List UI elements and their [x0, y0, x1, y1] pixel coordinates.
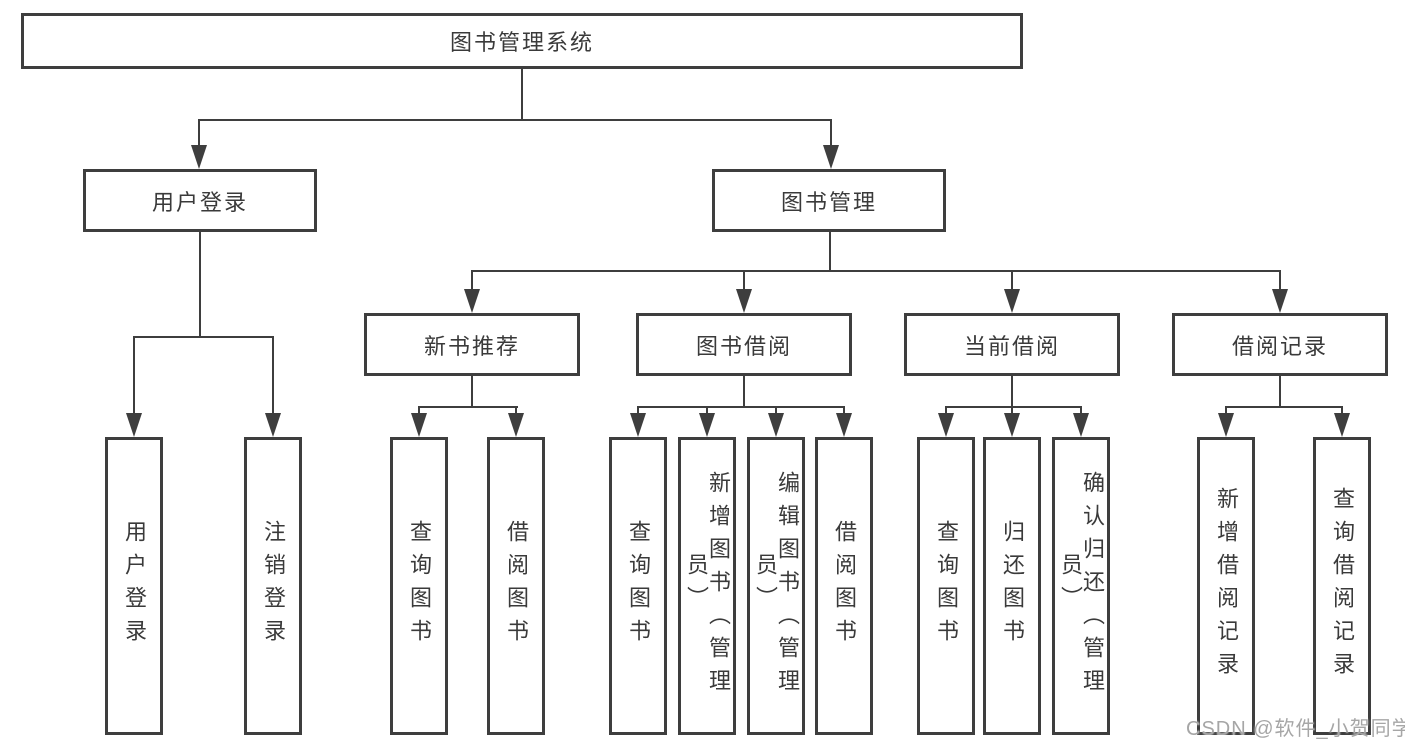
node-new-book-recommend: 新书推荐 — [364, 313, 580, 376]
arrow-down-icon — [836, 413, 852, 437]
connector-records-down — [1279, 376, 1281, 408]
arrow-down-icon — [508, 413, 524, 437]
connector-leaf-stem — [945, 406, 947, 415]
leaf-borrow-query-books: 查询图书 — [609, 437, 667, 735]
node-book-borrow: 图书借阅 — [636, 313, 852, 376]
leaf-records-query-record: 查询借阅记录 — [1313, 437, 1371, 735]
arrow-down-icon — [768, 413, 784, 437]
node-borrow-records: 借阅记录 — [1172, 313, 1388, 376]
arrow-down-icon — [1004, 413, 1020, 437]
connector-level2-hline — [198, 119, 832, 121]
node-root: 图书管理系统 — [21, 13, 1023, 69]
connector-leaf-stem — [418, 406, 420, 415]
connector-borrow-hline — [637, 406, 845, 408]
leaf-current-return-books: 归还图书 — [983, 437, 1041, 735]
connector-user-login-stem — [198, 119, 200, 147]
arrow-down-icon — [823, 145, 839, 169]
connector-records-hline — [1225, 406, 1343, 408]
node-user-login: 用户登录 — [83, 169, 317, 232]
connector-leaf-stem — [1011, 406, 1013, 415]
connector-level3-stem — [1279, 270, 1281, 291]
arrow-down-icon — [265, 413, 281, 437]
arrow-down-icon — [126, 413, 142, 437]
connector-leaf-stem — [843, 406, 845, 415]
arrow-down-icon — [1004, 289, 1020, 313]
connector-level3-stem — [471, 270, 473, 291]
connector-leaf-stem — [1341, 406, 1343, 415]
node-current-borrow: 当前借阅 — [904, 313, 1120, 376]
arrow-down-icon — [191, 145, 207, 169]
leaf-current-query-books: 查询图书 — [917, 437, 975, 735]
connector-current-down — [1011, 376, 1013, 408]
connector-leaf-stem — [515, 406, 517, 415]
connector-level3-stem — [743, 270, 745, 291]
connector-leaf-stem — [272, 336, 274, 415]
leaf-logout: 注销登录 — [244, 437, 302, 735]
connector-borrow-down — [743, 376, 745, 408]
connector-recommend-down — [471, 376, 473, 408]
connector-user-login-down — [199, 232, 201, 338]
leaf-recommend-query-books: 查询图书 — [390, 437, 448, 735]
connector-recommend-hline — [418, 406, 518, 408]
node-book-management: 图书管理 — [712, 169, 946, 232]
connector-leaf-stem — [1080, 406, 1082, 415]
connector-leaf-stem — [706, 406, 708, 415]
leaf-borrow-borrow-books: 借阅图书 — [815, 437, 873, 735]
arrow-down-icon — [464, 289, 480, 313]
connector-leaf-stem — [775, 406, 777, 415]
arrow-down-icon — [1334, 413, 1350, 437]
connector-root-stem — [521, 68, 523, 120]
watermark: CSDN @软件_小贺同学 — [1186, 718, 1405, 740]
connector-user-login-hline — [133, 336, 274, 338]
leaf-user-login: 用户登录 — [105, 437, 163, 735]
leaf-current-confirm-return-admin: 确认归还（管理员） — [1052, 437, 1110, 735]
connector-leaf-stem — [133, 336, 135, 415]
connector-current-hline — [945, 406, 1082, 408]
arrow-down-icon — [1218, 413, 1234, 437]
arrow-down-icon — [411, 413, 427, 437]
connector-book-mgmt-stem — [830, 119, 832, 147]
arrow-down-icon — [736, 289, 752, 313]
arrow-down-icon — [699, 413, 715, 437]
connector-level3-hline — [471, 270, 1281, 272]
connector-leaf-stem — [1225, 406, 1227, 415]
leaf-records-add-record: 新增借阅记录 — [1197, 437, 1255, 735]
arrow-down-icon — [630, 413, 646, 437]
leaf-borrow-edit-books-admin: 编辑图书（管理员） — [747, 437, 805, 735]
connector-level3-stem — [1011, 270, 1013, 291]
connector-leaf-stem — [637, 406, 639, 415]
leaf-borrow-add-books-admin: 新增图书（管理员） — [678, 437, 736, 735]
connector-book-mgmt-down — [829, 232, 831, 272]
arrow-down-icon — [938, 413, 954, 437]
arrow-down-icon — [1272, 289, 1288, 313]
arrow-down-icon — [1073, 413, 1089, 437]
leaf-recommend-borrow-books: 借阅图书 — [487, 437, 545, 735]
